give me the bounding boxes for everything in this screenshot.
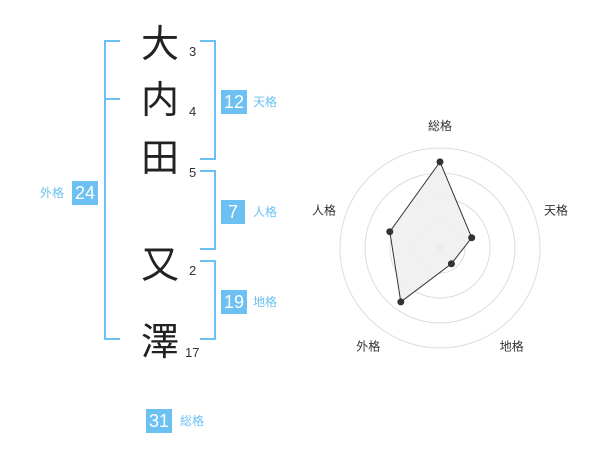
radar-point-3 bbox=[447, 260, 455, 268]
soukaku-label: 総格 bbox=[180, 414, 205, 428]
radar-axis-label-3: 地格 bbox=[500, 339, 524, 354]
chikaku-label: 地格 bbox=[253, 295, 278, 309]
radar-points bbox=[386, 158, 476, 306]
chikaku-bracket bbox=[200, 260, 216, 340]
radar-axis-label-5: 人格 bbox=[312, 202, 336, 217]
radar-point-4 bbox=[397, 298, 405, 306]
gaikaku-bracket bbox=[104, 40, 120, 340]
stroke-count-5: 17 bbox=[185, 345, 200, 360]
radar-point-5 bbox=[386, 228, 394, 236]
stroke-count-2: 4 bbox=[189, 104, 197, 119]
radar-axis-label-4: 外格 bbox=[356, 339, 380, 354]
stroke-count-4: 2 bbox=[189, 263, 197, 278]
radar-axis-label-2: 天格 bbox=[544, 202, 568, 217]
name-char-1: 大 bbox=[140, 22, 179, 66]
radar-point-1 bbox=[436, 158, 444, 166]
gaikaku-bracket-tick bbox=[104, 98, 120, 100]
name-char-5: 澤 bbox=[140, 320, 179, 364]
tenkaku-label: 天格 bbox=[253, 95, 278, 109]
name-char-4: 又 bbox=[140, 243, 179, 287]
radar-axis-label-1: 総格 bbox=[428, 118, 452, 133]
stroke-count-3: 5 bbox=[189, 165, 197, 180]
stroke-count-1: 3 bbox=[189, 44, 197, 59]
radar-ring-4 bbox=[339, 147, 541, 349]
gaikaku-label: 外格 bbox=[40, 186, 65, 200]
tenkaku-value: 12 bbox=[221, 90, 248, 114]
chikaku-value: 19 bbox=[221, 290, 248, 314]
name-char-2: 内 bbox=[140, 78, 179, 122]
jinkaku-value: 7 bbox=[221, 200, 245, 224]
gaikaku-value: 24 bbox=[72, 181, 99, 205]
soukaku-value: 31 bbox=[146, 409, 173, 433]
name-char-3: 田 bbox=[140, 136, 179, 180]
radar-area bbox=[389, 160, 473, 303]
radar-point-2 bbox=[468, 234, 476, 242]
jinkaku-label: 人格 bbox=[253, 205, 278, 219]
tenkaku-bracket bbox=[200, 40, 216, 160]
jinkaku-bracket bbox=[200, 170, 216, 250]
